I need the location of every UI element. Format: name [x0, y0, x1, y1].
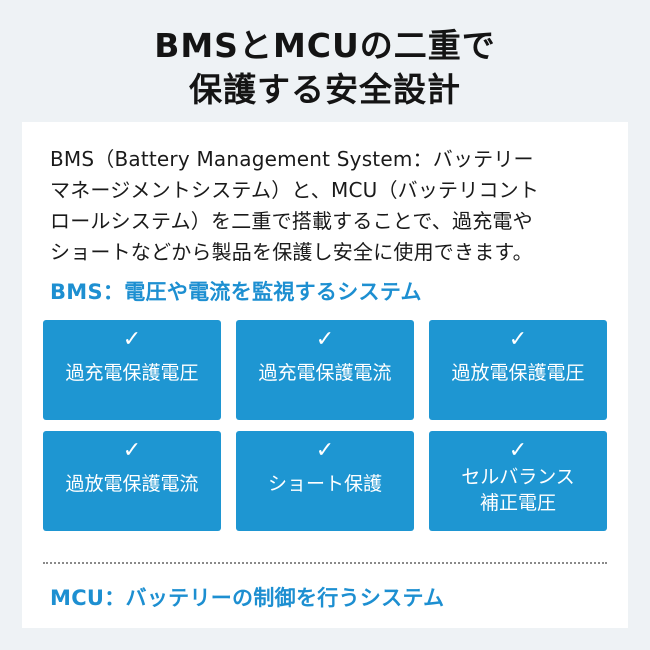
feature-label-line-2: 補正電圧: [479, 492, 556, 514]
check-icon: ✓: [508, 327, 528, 352]
feature-tile-overcharge-voltage: ✓ 過充電保護電圧: [43, 320, 221, 420]
description: BMS（Battery Management System：バッテリー マネージ…: [50, 144, 610, 268]
feature-label: 過放電保護電圧: [451, 362, 585, 384]
description-line-2: マネージメントシステム）と、MCU（バッテリコント: [50, 178, 540, 202]
content-card: BMS（Battery Management System：バッテリー マネージ…: [22, 122, 628, 628]
feature-tile-overcharge-current: ✓ 過充電保護電流: [236, 320, 414, 420]
title-line-2: 保護する安全設計: [189, 70, 461, 109]
feature-grid: ✓ 過充電保護電圧 ✓ 過充電保護電流 ✓ 過放電保護電圧 ✓ 過放電保護電流 …: [43, 320, 607, 531]
mcu-heading: MCU：バッテリーの制御を行うシステム: [50, 586, 445, 610]
title-line-1: BMSとMCUの二重で: [154, 26, 496, 65]
feature-label: 過放電保護電流: [65, 473, 199, 495]
description-line-3: ロールシステム）を二重で搭載することで、過充電や: [50, 209, 533, 233]
feature-label: 過充電保護電流: [258, 362, 392, 384]
check-icon: ✓: [315, 438, 335, 463]
feature-tile-overdischarge-current: ✓ 過放電保護電流: [43, 431, 221, 531]
check-icon: ✓: [122, 327, 142, 352]
page-title: BMSとMCUの二重で 保護する安全設計: [0, 24, 650, 112]
description-line-1: BMS（Battery Management System：バッテリー: [50, 147, 534, 171]
check-icon: ✓: [508, 438, 528, 463]
bms-heading: BMS：電圧や電流を監視するシステム: [50, 280, 422, 304]
feature-label: ショート保護: [267, 473, 382, 495]
feature-label: 過充電保護電圧: [65, 362, 199, 384]
feature-label-line-1: セルバランス: [461, 466, 575, 488]
dotted-divider: [43, 562, 607, 564]
description-line-4: ショートなどから製品を保護し安全に使用できます。: [50, 240, 533, 264]
feature-tile-short-protection: ✓ ショート保護: [236, 431, 414, 531]
check-icon: ✓: [122, 438, 142, 463]
feature-tile-cell-balance: ✓ セルバランス 補正電圧: [429, 431, 607, 531]
check-icon: ✓: [315, 327, 335, 352]
feature-label: セルバランス 補正電圧: [429, 464, 607, 516]
feature-tile-overdischarge-voltage: ✓ 過放電保護電圧: [429, 320, 607, 420]
